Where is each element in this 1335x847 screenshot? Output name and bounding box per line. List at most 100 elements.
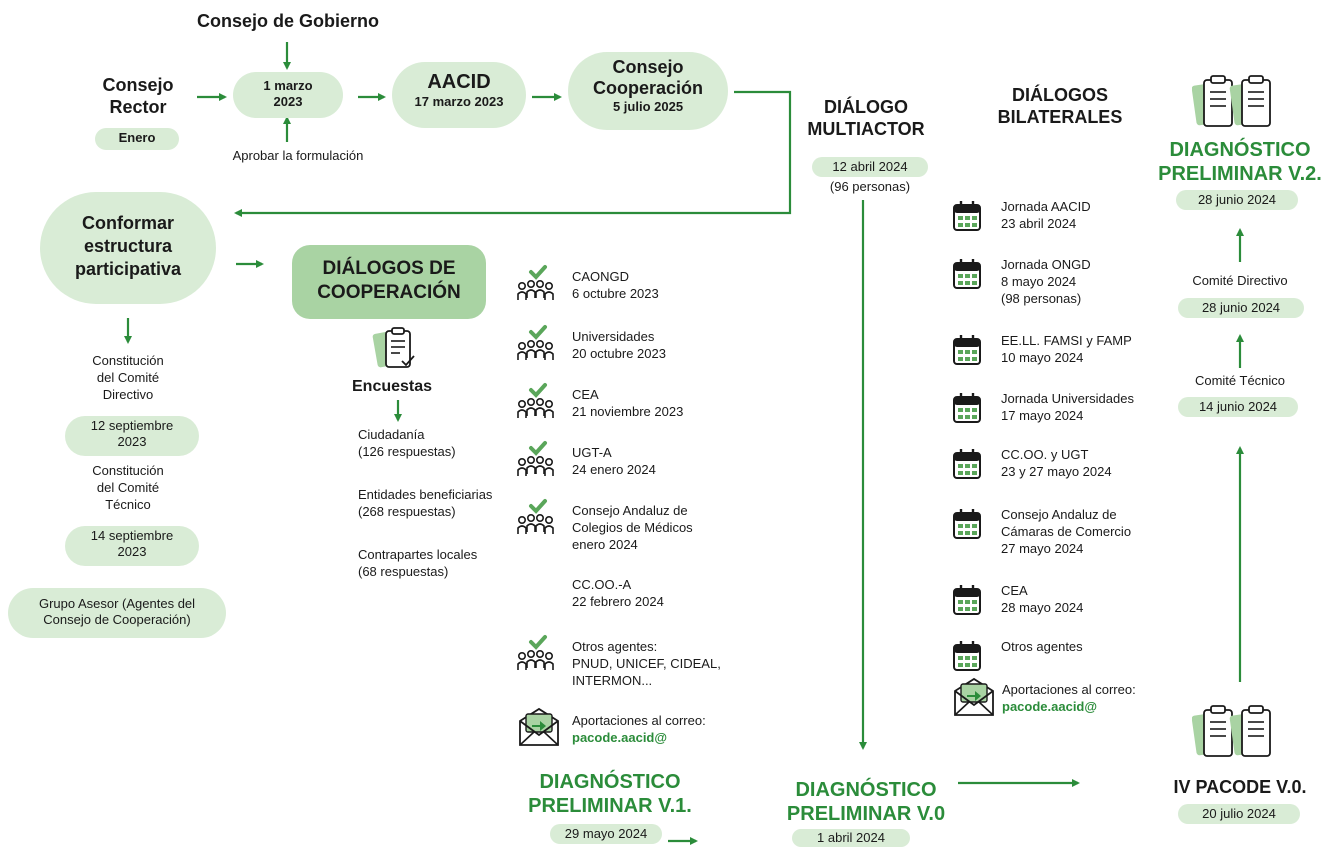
coop-item-line3: enero 2024 — [572, 537, 638, 552]
coop-item-line1: UGT-A — [572, 445, 612, 460]
aacid-title: AACID — [427, 71, 491, 93]
ct-date-line2: 2023 — [117, 544, 147, 559]
marzo-line2: 2023 — [273, 94, 303, 109]
coop-item-line1: Otros agentes: — [572, 639, 658, 654]
calendar-icon — [953, 259, 981, 289]
bilaterales-mail-address: pacode.aacid@ — [1002, 699, 1098, 714]
calendar-icon — [953, 393, 981, 423]
consejo-coop-date: 5 julio 2025 — [612, 99, 684, 114]
calendar-icon — [953, 201, 981, 231]
cd-label-line1: Constitución — [92, 353, 164, 368]
diagnostico-v0-title: DIAGNÓSTICO PRELIMINAR V.0 — [766, 778, 966, 826]
iv-pacode-title: IV PACODE V.0. — [1173, 777, 1307, 797]
coop-mail-text: Aportaciones al correo: pacode.aacid@ — [572, 712, 706, 746]
connector-coop-conformar — [234, 90, 792, 217]
bilateral-item-line2: 28 mayo 2024 — [1001, 600, 1084, 615]
diag-v0-line2: PRELIMINAR V.0 — [786, 803, 946, 825]
marzo-line1: 1 marzo — [263, 78, 313, 93]
group-people-icon — [517, 383, 554, 418]
coop-item-line1: Universidades — [572, 329, 655, 344]
group-people-icon — [517, 265, 554, 300]
bilateral-item-line2: 8 mayo 2024 — [1001, 274, 1077, 289]
group-people-icon — [517, 499, 554, 534]
mail-icon — [954, 677, 994, 716]
survey-count: (268 respuestas) — [358, 504, 456, 519]
bilaterales-mail-line1: Aportaciones al correo: — [1002, 682, 1136, 697]
consejo-cooperacion-node: Consejo Cooperación 5 julio 2025 — [568, 52, 728, 130]
comite-directivo-date: 28 junio 2024 — [1178, 298, 1304, 318]
survey-count: (126 respuestas) — [358, 444, 456, 459]
consejo-rector-line1: Consejo — [102, 75, 174, 95]
conformar-line3: participativa — [74, 259, 182, 279]
consejo-gobierno-label: Consejo de Gobierno — [196, 11, 379, 31]
comite-tecnico-label: Comité Técnico — [1194, 373, 1286, 388]
coop-item-line2: 22 febrero 2024 — [572, 594, 664, 609]
cd-date-line1: 12 septiembre — [90, 418, 174, 433]
bilateral-item-line1: Jornada ONGD — [1001, 257, 1091, 272]
bilateral-item-line2: 17 mayo 2024 — [1001, 408, 1084, 423]
survey-name: Entidades beneficiarias — [358, 487, 493, 502]
diagnostico-v1-title: DIAGNÓSTICO PRELIMINAR V.1. — [520, 770, 700, 818]
survey-name: Ciudadanía — [358, 427, 425, 442]
bilateral-item: Otros agentes — [1001, 638, 1083, 655]
aacid-date: 17 marzo 2023 — [414, 94, 504, 109]
conformar-line1: Conformar — [81, 213, 174, 233]
pacode-date-badge: 20 julio 2024 — [1178, 804, 1300, 824]
bilateral-item-line3: (98 personas) — [1001, 291, 1082, 306]
coop-item: Otros agentes:PNUD, UNICEF, CIDEAL,INTER… — [572, 638, 721, 689]
group-people-icon — [517, 441, 554, 476]
multiactor-title-line1: DIÁLOGO — [824, 97, 908, 117]
calendar-icon — [953, 335, 981, 365]
calendar-icon — [953, 509, 981, 539]
bilateral-item-line1: Otros agentes — [1001, 639, 1083, 654]
mail-icon — [519, 707, 559, 746]
bilateral-item-line2: 23 abril 2024 — [1001, 216, 1077, 231]
marzo-node: 1 marzo 2023 — [233, 72, 343, 118]
diag-v2-line2: PRELIMINAR V.2. — [1158, 163, 1322, 185]
ct-date-line1: 14 septiembre — [90, 528, 174, 543]
diag-v1-line2: PRELIMINAR V.1. — [528, 795, 692, 817]
diag-v1-line1: DIAGNÓSTICO — [539, 771, 681, 793]
conformar-estructura-node: Conformar estructura participativa — [40, 192, 216, 304]
coop-mail-address: pacode.aacid@ — [572, 730, 668, 745]
bilaterales-mail-text: Aportaciones al correo: pacode.aacid@ — [1002, 681, 1136, 715]
bilateral-item-line2: 23 y 27 mayo 2024 — [1001, 464, 1112, 479]
diag-v1-date-badge: 29 mayo 2024 — [550, 824, 662, 844]
grupo-asesor-node: Grupo Asesor (Agentes del Consejo de Coo… — [8, 588, 226, 638]
survey-contrapartes: Contrapartes locales (68 respuestas) — [358, 546, 477, 580]
group-people-icon — [517, 635, 554, 670]
bilateral-item-line3: 27 mayo 2024 — [1001, 541, 1084, 556]
coop-item-line1: CC.OO.-A — [572, 577, 632, 592]
consejo-rector-label: Consejo Rector — [88, 74, 188, 118]
coop-item-line2: 6 octubre 2023 — [572, 286, 659, 301]
documents-clipboard-icon — [1192, 75, 1271, 127]
encuestas-label: Encuestas — [352, 378, 433, 395]
aacid-node: AACID 17 marzo 2023 — [392, 62, 526, 128]
consejo-rector-line2: Rector — [109, 97, 167, 117]
consejo-coop-line2: Cooperación — [592, 78, 703, 98]
bilateral-item-line1: EE.LL. FAMSI y FAMP — [1001, 333, 1132, 348]
coop-item-line1: Consejo Andaluz de — [572, 503, 688, 518]
grupo-asesor-line1: Grupo Asesor (Agentes del — [38, 596, 196, 611]
multiactor-date-badge: 12 abril 2024 — [812, 157, 928, 177]
bilaterales-title-line2: BILATERALES — [997, 107, 1123, 127]
ct-date-badge: 14 septiembre 2023 — [65, 526, 199, 566]
multiactor-title-line2: MULTIACTOR — [807, 119, 925, 139]
bilateral-item: Jornada ONGD 8 mayo 2024 (98 personas) — [1001, 256, 1091, 307]
cd-label-line2: del Comité — [96, 370, 160, 385]
bilateral-item-line1: CC.OO. y UGT — [1001, 447, 1089, 462]
survey-name: Contrapartes locales — [358, 547, 478, 562]
coop-item-line3: INTERMON... — [572, 673, 653, 688]
ct-label-line2: del Comité — [96, 480, 160, 495]
survey-ciudadania: Ciudadanía (126 respuestas) — [358, 426, 456, 460]
constitucion-directivo-label: Constitución del Comité Directivo — [68, 352, 188, 403]
coop-item-line2: 21 noviembre 2023 — [572, 404, 684, 419]
cd-label-line3: Directivo — [102, 387, 154, 402]
diagnostico-v2-title: DIAGNÓSTICO PRELIMINAR V.2. — [1150, 138, 1330, 186]
dialogos-coop-title-line1: DIÁLOGOS DE — [322, 258, 456, 279]
